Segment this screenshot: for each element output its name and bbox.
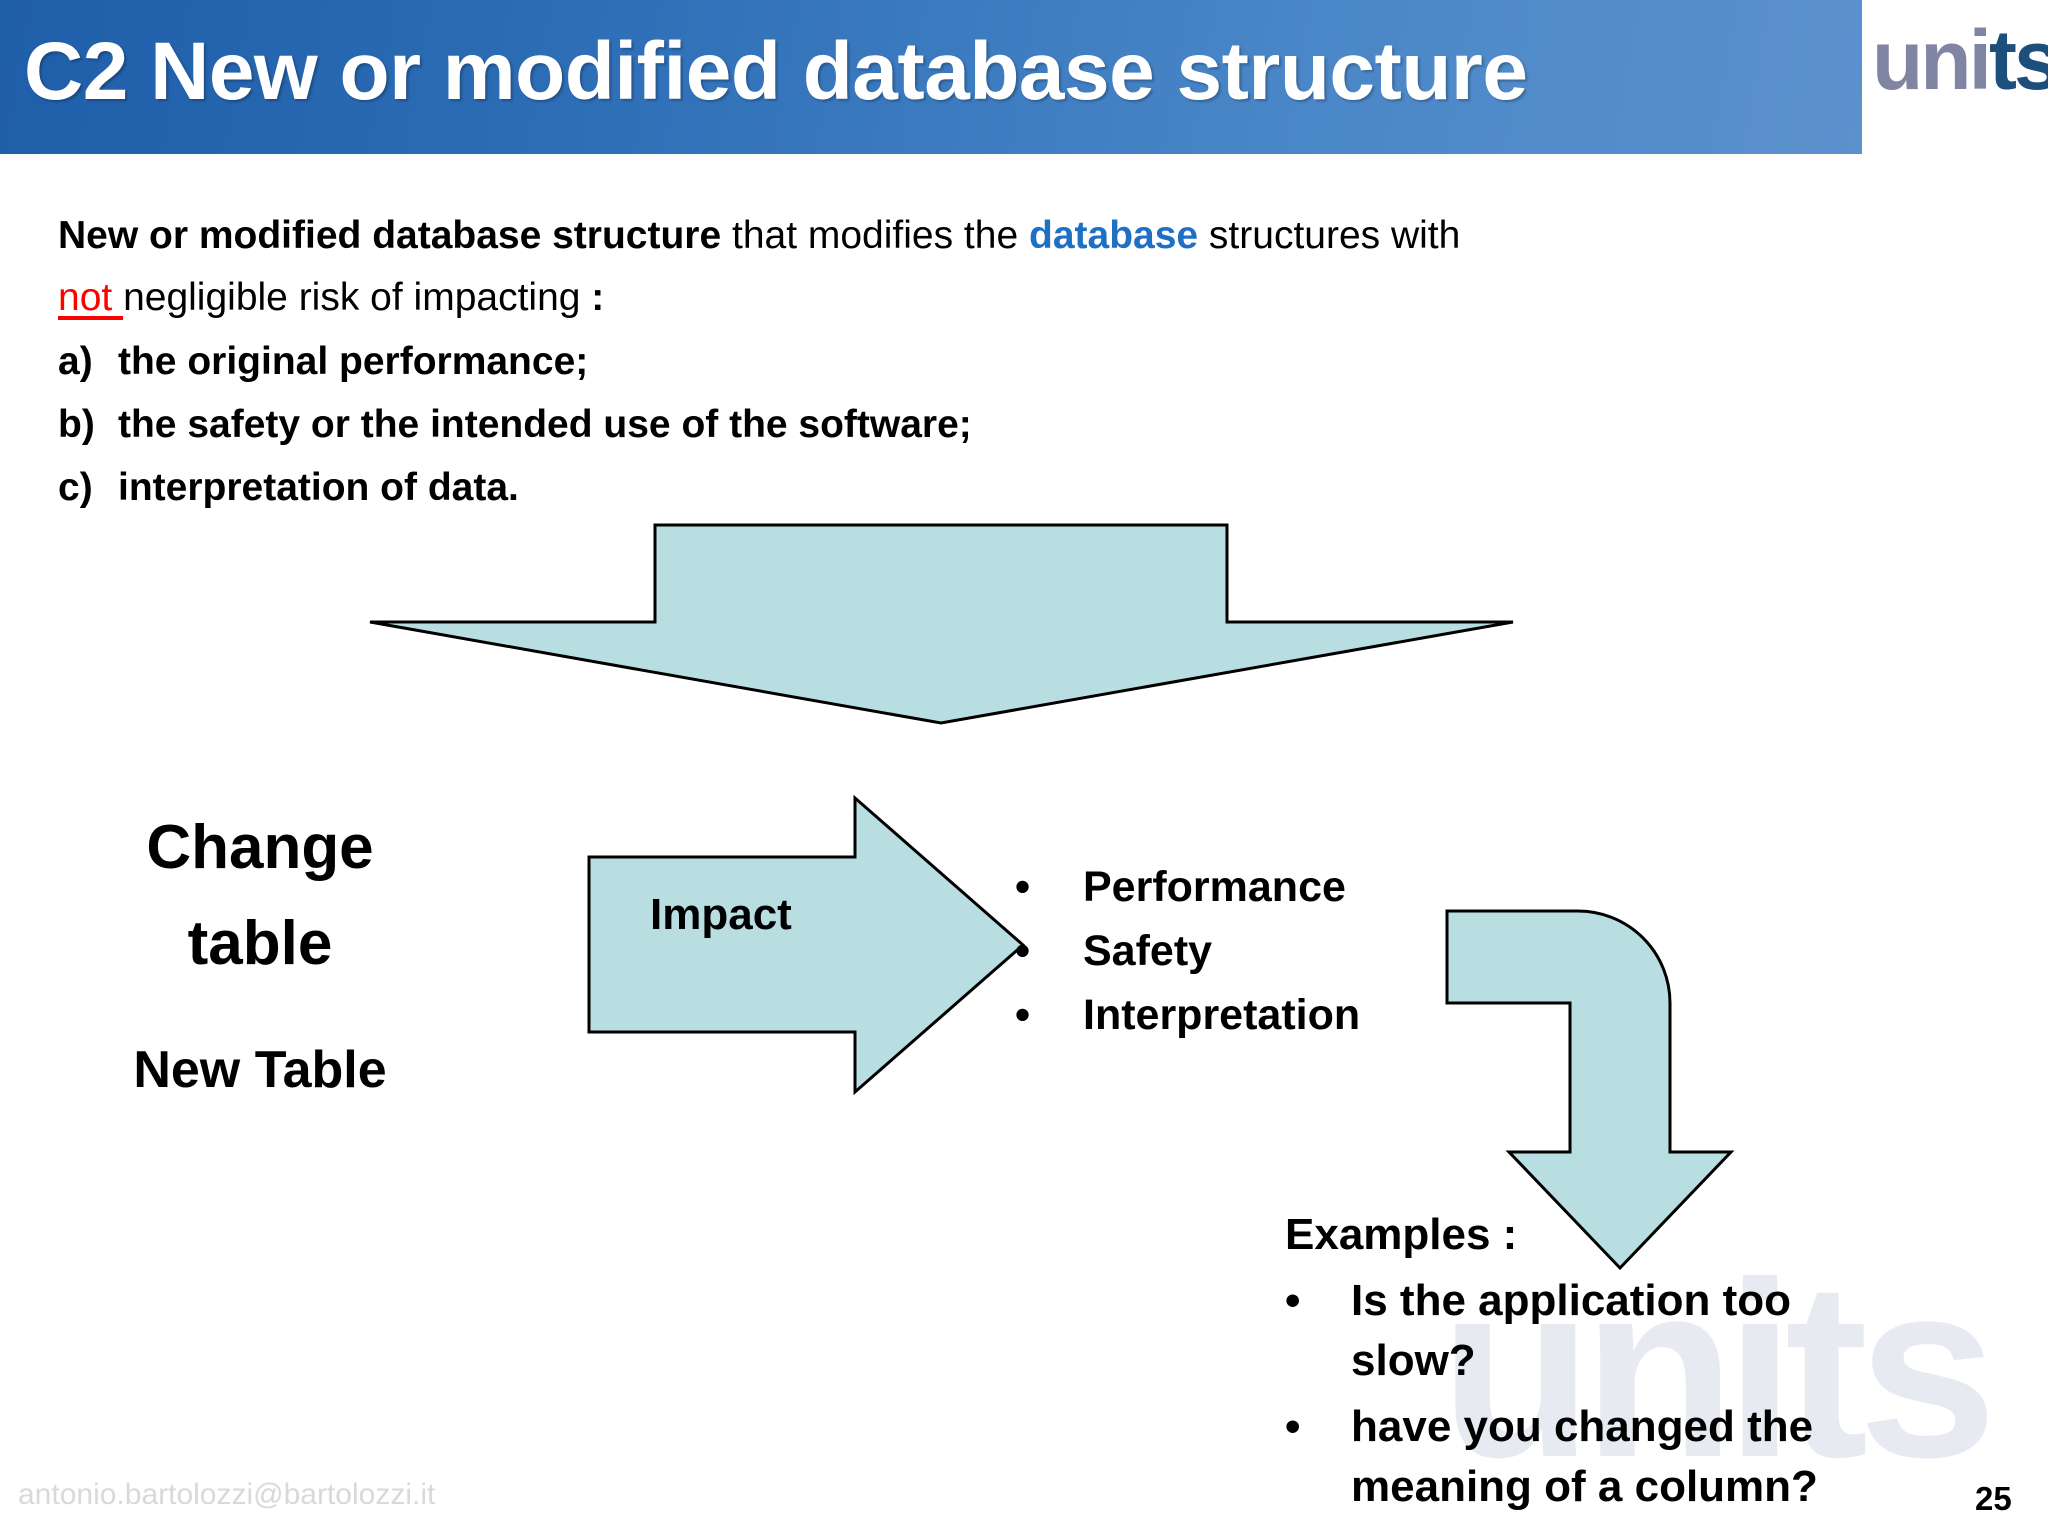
list-item-label: Safety	[1083, 927, 1213, 975]
units-watermark: units	[1440, 1230, 1997, 1509]
list-item: • have you changed the meaning of a colu…	[1285, 1397, 1925, 1517]
intro-line2-colon: :	[591, 276, 605, 319]
elbow-down-arrow-shape	[1445, 909, 1735, 1271]
page-title: C2 New or modified database structure	[24, 26, 1528, 117]
list-item: a) the original performance;	[58, 330, 972, 393]
list-item-label: Is the application too slow?	[1351, 1276, 1792, 1385]
bullet-icon: •	[1285, 1276, 1301, 1325]
bullet-icon: •	[1285, 1402, 1301, 1451]
list-item: b) the safety or the intended use of the…	[58, 393, 972, 456]
slide-number: 25	[1975, 1480, 2012, 1517]
list-item: • Safety	[1015, 919, 1360, 983]
intro-lead-bold: New or modified database structure	[58, 214, 722, 257]
list-item-label: Interpretation	[1083, 991, 1361, 1039]
footer-email: antonio.bartolozzi@bartolozzi.it	[18, 1478, 436, 1511]
intro-negation-not: not	[58, 276, 124, 319]
new-table-subtitle: New Table	[133, 1041, 387, 1099]
bullet-icon: •	[1015, 927, 1031, 975]
list-item-label: interpretation of data.	[118, 466, 519, 509]
intro-lead-tail: structures with	[1198, 214, 1461, 257]
units-logo: units	[1872, 8, 2048, 112]
examples-block: Examples : • Is the application too slow…	[1285, 1205, 1925, 1517]
impact-right-arrow-shape	[587, 794, 1026, 1096]
list-item: • Is the application too slow?	[1285, 1271, 1925, 1391]
list-item-label: have you changed the meaning of a column…	[1351, 1402, 1818, 1511]
change-table-line1: Change	[146, 813, 374, 882]
list-item: • Performance	[1015, 855, 1360, 919]
examples-heading: Examples :	[1285, 1210, 1518, 1259]
list-item: • Interpretation	[1015, 983, 1360, 1047]
units-logo-ts: ts	[1988, 13, 2048, 107]
change-table-title: Change table	[90, 800, 430, 992]
intro-lead-regular: that modifies the	[721, 214, 1029, 257]
slide-title-bar: C2 New or modified database structure	[0, 0, 1862, 154]
bullet-icon: •	[1015, 863, 1031, 911]
impact-outcomes-list: • Performance • Safety • Interpretation	[1015, 855, 1360, 1047]
change-table-line2: table	[187, 909, 333, 978]
list-item: c) interpretation of data.	[58, 456, 972, 519]
units-logo-uni: uni	[1872, 13, 1992, 107]
impact-criteria-list: a) the original performance; b) the safe…	[58, 330, 972, 519]
impact-arrow-label: Impact	[650, 890, 792, 939]
list-item-marker: b)	[58, 403, 95, 446]
down-arrow-shape	[369, 523, 1514, 725]
intro-keyword-database: database	[1029, 214, 1199, 257]
list-item-label: the safety or the intended use of the so…	[118, 403, 972, 446]
list-item-marker: c)	[58, 466, 93, 509]
list-item-marker: a)	[58, 340, 93, 383]
list-item-label: Performance	[1083, 863, 1346, 911]
intro-line2-rest: negligible risk of impacting	[123, 276, 592, 319]
bullet-icon: •	[1015, 991, 1031, 1039]
intro-paragraph: New or modified database structure that …	[58, 205, 1518, 329]
list-item-label: the original performance;	[118, 340, 589, 383]
